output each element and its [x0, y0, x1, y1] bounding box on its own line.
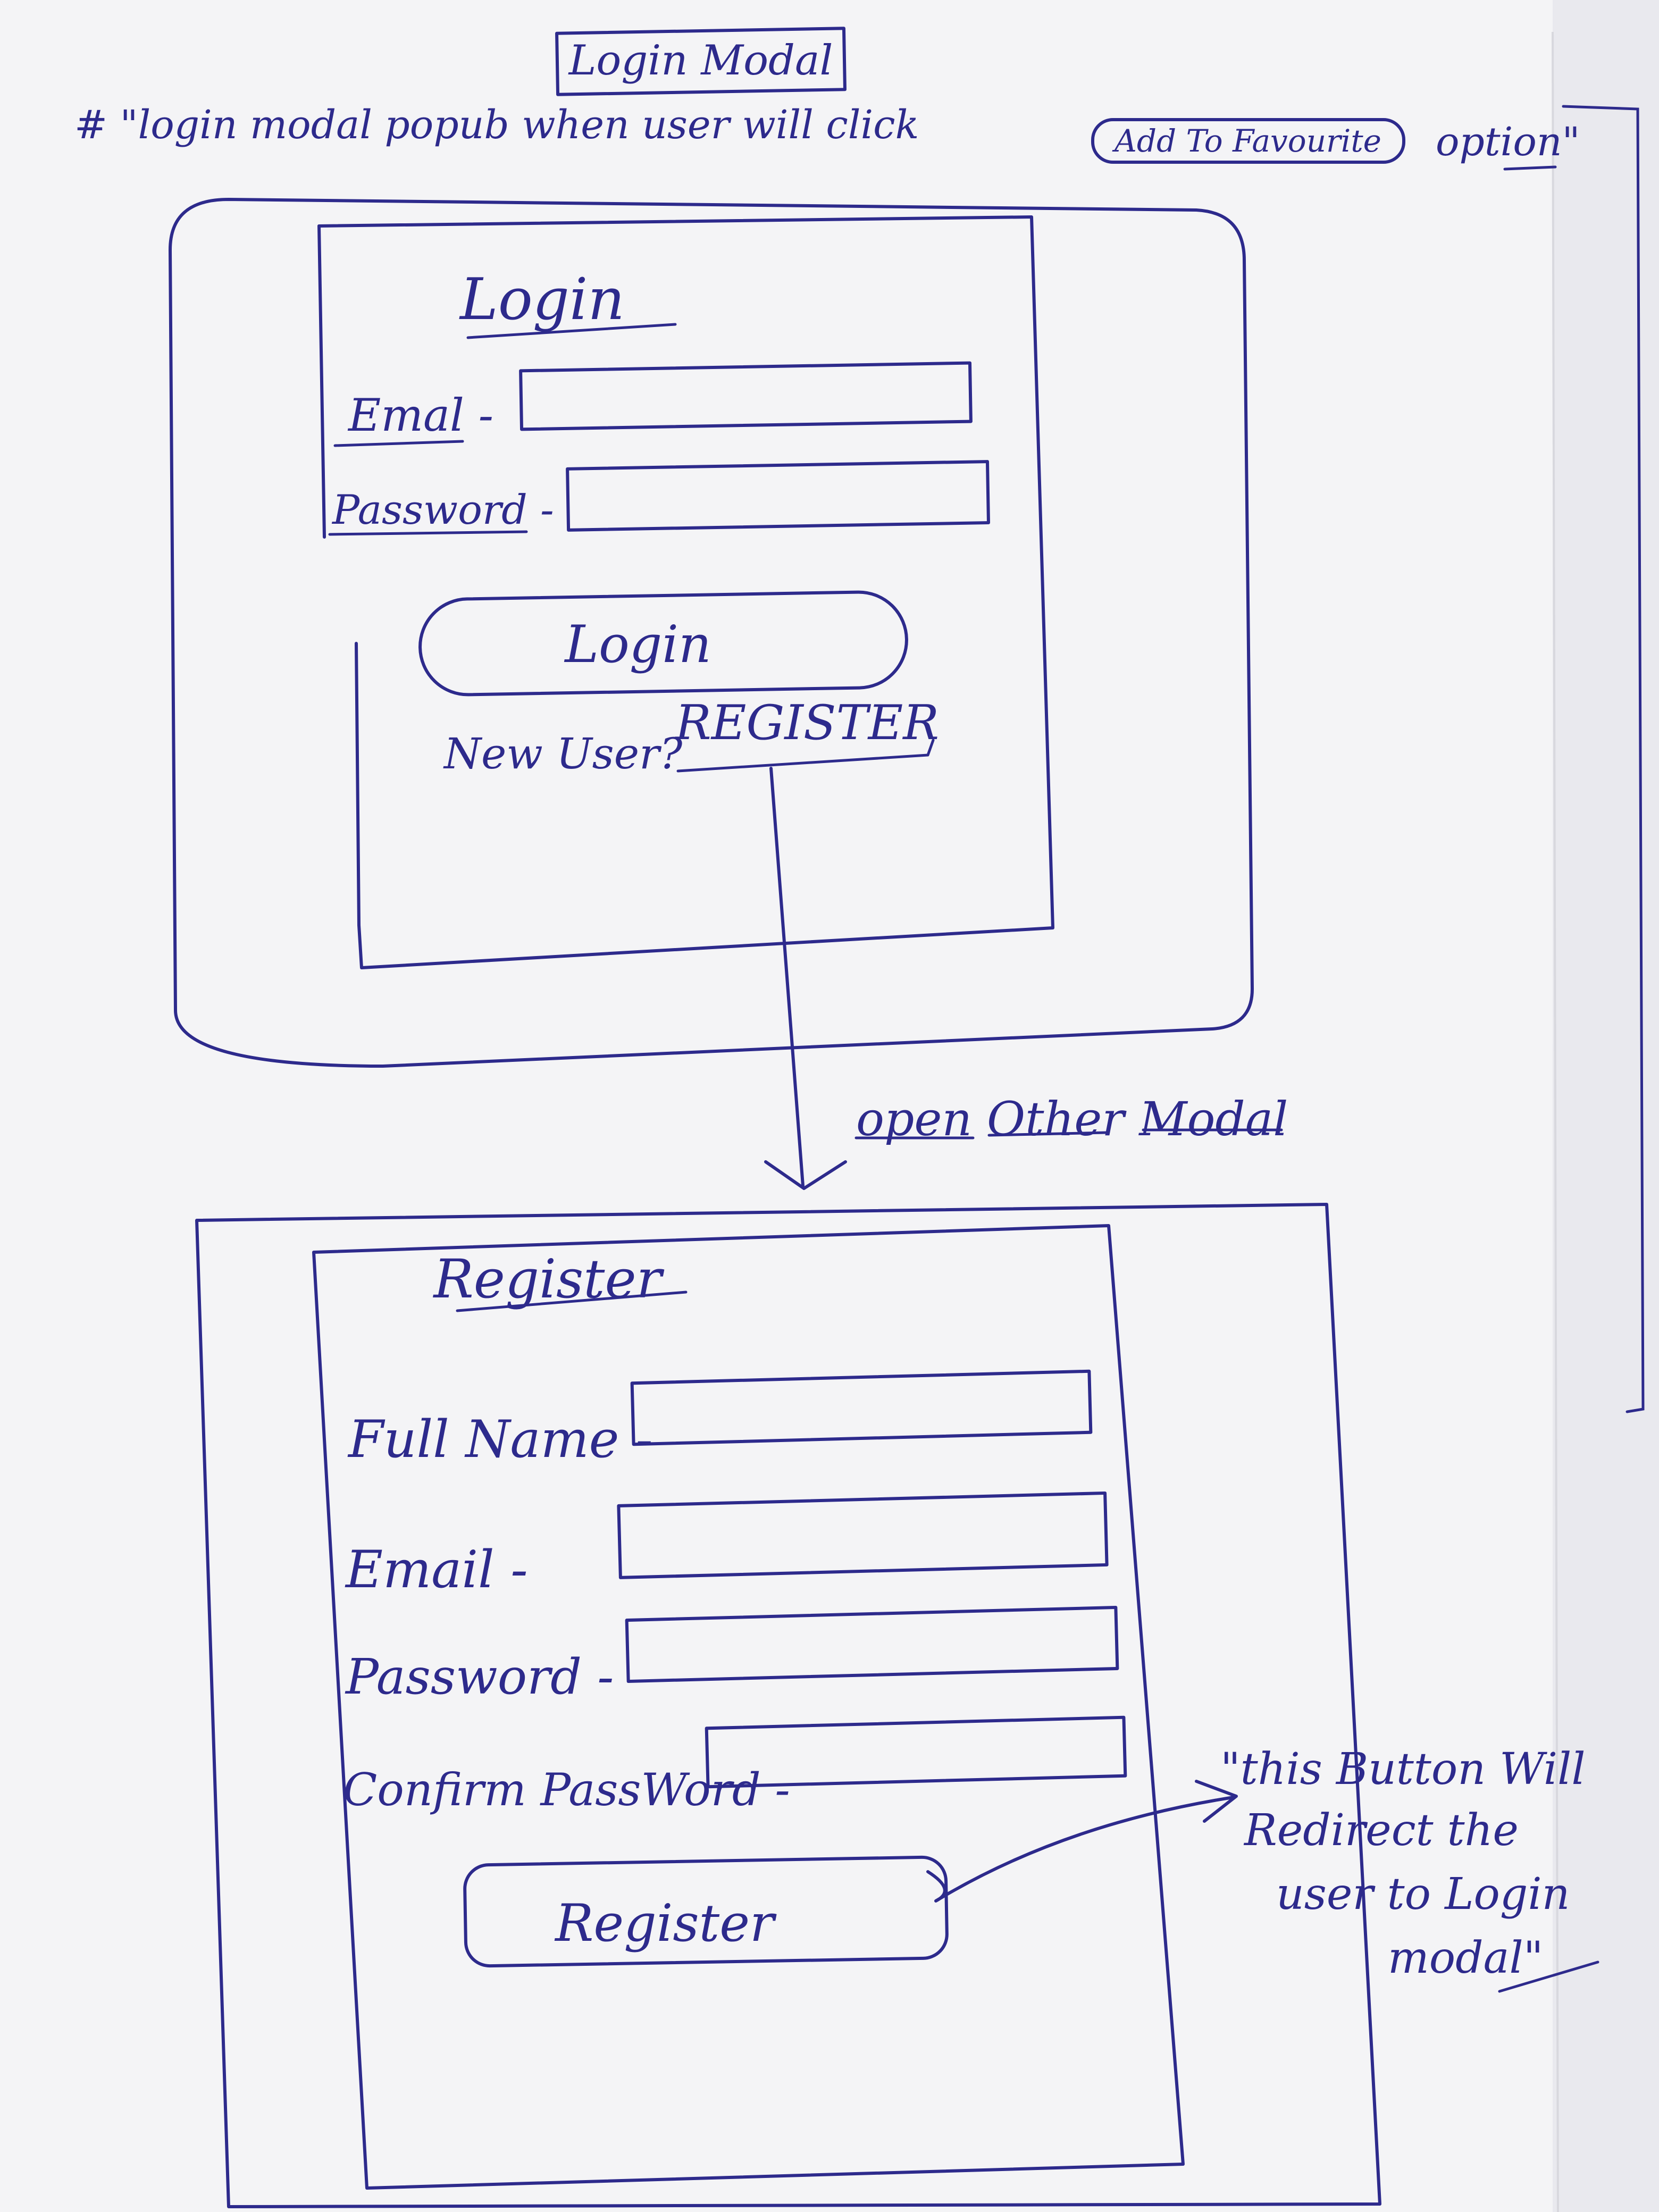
register-note-line-1: "this Button Will [1220, 1744, 1586, 1795]
register-modal-overlay [195, 1203, 1381, 2208]
flow-arrow-head [764, 1160, 847, 1190]
register-heading: Register [433, 1248, 665, 1310]
register-password-input[interactable] [625, 1605, 1119, 1683]
login-modal-panel [317, 215, 1054, 969]
note-arrow-head [1195, 1780, 1238, 1823]
register-password-label: Password - [345, 1648, 614, 1705]
login-heading: Login [459, 266, 625, 333]
add-to-favourite-chip [1091, 118, 1405, 164]
register-link-underline [676, 739, 935, 773]
fullname-input[interactable] [630, 1369, 1093, 1446]
intro-note-prefix: # "login modal popub when user will clic… [74, 102, 919, 148]
register-button-label: Register [554, 1893, 777, 1953]
intro-note: # "login modal popub when user will clic… [74, 102, 1580, 171]
login-button[interactable] [418, 590, 908, 697]
sheet-edge [1552, 31, 1559, 2212]
confirm-password-input[interactable] [705, 1715, 1127, 1789]
new-user-text: New User? [443, 729, 683, 778]
title-box: Login Modal [555, 27, 847, 96]
add-to-favourite-chip-label: Add To Favourite [1112, 123, 1381, 159]
fullname-label: Full Name - [347, 1410, 652, 1469]
register-button[interactable] [463, 1855, 949, 1968]
register-note-line-4: modal" [1388, 1933, 1543, 1983]
login-password-input[interactable] [566, 460, 990, 532]
intro-note-suffix: option" [1436, 119, 1580, 165]
login-modal-overlay [169, 198, 1254, 1068]
register-email-label: Email - [345, 1540, 528, 1599]
register-note-line-3: user to Login [1276, 1869, 1570, 1920]
register-note-line-2: Redirect the [1243, 1805, 1519, 1856]
flow-arrow-label-underline [854, 1128, 1283, 1139]
register-link[interactable]: REGISTER [674, 695, 939, 751]
register-email-input[interactable] [617, 1491, 1109, 1579]
login-email-label: Emal - [347, 389, 493, 441]
right-bracket-line [1562, 105, 1645, 1413]
login-heading-underline [466, 323, 677, 339]
page-title: Login Modal [568, 37, 833, 85]
register-note-underline [1498, 1960, 1599, 1993]
confirm-password-label: Confirm PassWord - [343, 1764, 790, 1816]
register-modal-panel [312, 1224, 1185, 2190]
note-arrow-line [926, 1796, 1235, 1903]
login-email-input[interactable] [519, 361, 973, 431]
login-password-label: Password - [331, 486, 554, 533]
login-button-label: Login [564, 615, 711, 674]
flow-arrow-line [769, 767, 805, 1187]
register-heading-underline [456, 1291, 688, 1312]
